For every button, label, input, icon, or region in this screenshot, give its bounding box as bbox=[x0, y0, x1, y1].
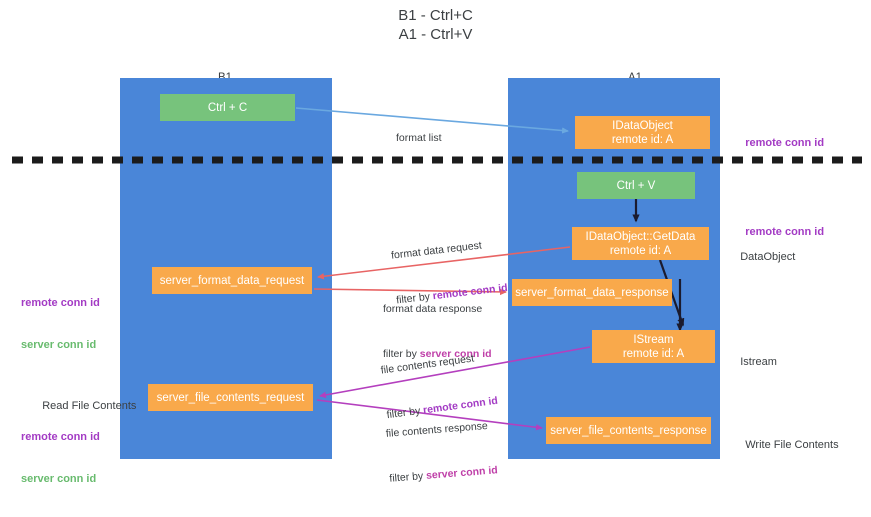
arrow-format-list bbox=[295, 107, 569, 134]
filter-key-server-conn-id: server conn id bbox=[419, 348, 492, 360]
title-line-1: B1 - Ctrl+C bbox=[398, 7, 473, 24]
node-getdata-line1: IDataObject::GetData bbox=[585, 230, 696, 243]
annotation-remote-conn-id: remote conn id bbox=[21, 431, 100, 443]
node-server-file-contents-response-label: server_file_contents_response bbox=[550, 424, 707, 437]
node-istream-line1: IStream bbox=[633, 333, 674, 346]
annotation-text: remote conn id bbox=[745, 226, 825, 238]
arrow-file-contents-request bbox=[319, 346, 591, 399]
node-ctrl-v[interactable]: Ctrl + V bbox=[577, 172, 695, 199]
annotation-right-dataobject: DataObject bbox=[728, 236, 795, 278]
edge-label-file-contents-response: file contents response filter by server … bbox=[383, 388, 501, 516]
node-idataobject-line1: IDataObject bbox=[612, 119, 673, 132]
node-server-file-contents-request[interactable]: server_file_contents_request bbox=[148, 384, 313, 411]
edge-label-format-list: format list bbox=[396, 101, 442, 176]
node-ctrl-c-label: Ctrl + C bbox=[207, 101, 248, 114]
node-istream[interactable]: IStream remote id: A bbox=[592, 330, 715, 363]
annotation-left-conn-ids-2: remote conn id server conn id bbox=[21, 402, 100, 514]
diagram-canvas: B1 - Ctrl+C A1 - Ctrl+V B1 connection A1… bbox=[0, 6, 871, 485]
filter-prefix: filter by bbox=[388, 469, 427, 485]
annotation-server-conn-id: server conn id bbox=[21, 339, 97, 351]
edge-label-format-data-response: format data response filter by server co… bbox=[383, 272, 492, 392]
arrow-format-data-response bbox=[313, 288, 507, 296]
edge-label-format-data-request-text: format data request bbox=[390, 239, 483, 262]
annotation-server-conn-id: server conn id bbox=[21, 473, 97, 485]
node-server-format-data-response-label: server_format_data_response bbox=[515, 286, 669, 299]
annotation-text: Istream bbox=[740, 356, 777, 368]
node-server-format-data-request-label: server_format_data_request bbox=[159, 274, 305, 287]
annotation-left-read-file-contents: Read File Contents bbox=[30, 385, 136, 427]
edge-label-file-contents-request-text: file contents request bbox=[380, 352, 475, 377]
arrow-format-data-request bbox=[317, 246, 571, 280]
edge-label-file-contents-response-text: file contents response bbox=[385, 419, 489, 440]
edge-label-format-list-text: format list bbox=[396, 132, 442, 144]
node-idataobject-line2: remote id: A bbox=[611, 133, 674, 146]
annotation-remote-conn-id: remote conn id bbox=[21, 297, 100, 309]
page-title: B1 - Ctrl+C A1 - Ctrl+V bbox=[0, 6, 871, 44]
node-idataobject[interactable]: IDataObject remote id: A bbox=[575, 116, 710, 149]
node-istream-line2: remote id: A bbox=[622, 347, 685, 360]
annotation-text: Read File Contents bbox=[42, 400, 137, 412]
title-line-2: A1 - Ctrl+V bbox=[398, 26, 473, 43]
annotation-text: remote conn id bbox=[745, 137, 825, 149]
edge-label-format-data-response-filter: filter by server conn id bbox=[383, 347, 492, 362]
node-server-format-data-request[interactable]: server_format_data_request bbox=[152, 267, 312, 294]
node-server-file-contents-request-label: server_file_contents_request bbox=[156, 391, 305, 404]
node-ctrl-c[interactable]: Ctrl + C bbox=[160, 94, 295, 121]
edge-label-format-data-response-text: format data response bbox=[383, 303, 483, 315]
node-getdata-line2: remote id: A bbox=[609, 244, 672, 257]
filter-prefix: filter by bbox=[383, 348, 420, 360]
node-idataobject-getdata[interactable]: IDataObject::GetData remote id: A bbox=[572, 227, 709, 260]
annotation-text: Write File Contents bbox=[745, 439, 839, 451]
annotation-right-istream: Istream bbox=[728, 341, 777, 383]
node-server-file-contents-response[interactable]: server_file_contents_response bbox=[546, 417, 711, 444]
annotation-text: DataObject bbox=[740, 251, 796, 263]
annotation-right-remote-conn-id-mid: remote conn id bbox=[733, 211, 824, 253]
annotation-left-conn-ids: remote conn id server conn id bbox=[21, 268, 100, 380]
arrow-file-contents-response bbox=[316, 399, 543, 431]
node-ctrl-v-label: Ctrl + V bbox=[616, 179, 656, 192]
annotation-right-write-file-contents: Write File Contents bbox=[733, 424, 839, 466]
node-server-format-data-response[interactable]: server_format_data_response bbox=[512, 279, 672, 306]
annotation-right-remote-conn-id-top: remote conn id bbox=[733, 122, 824, 164]
